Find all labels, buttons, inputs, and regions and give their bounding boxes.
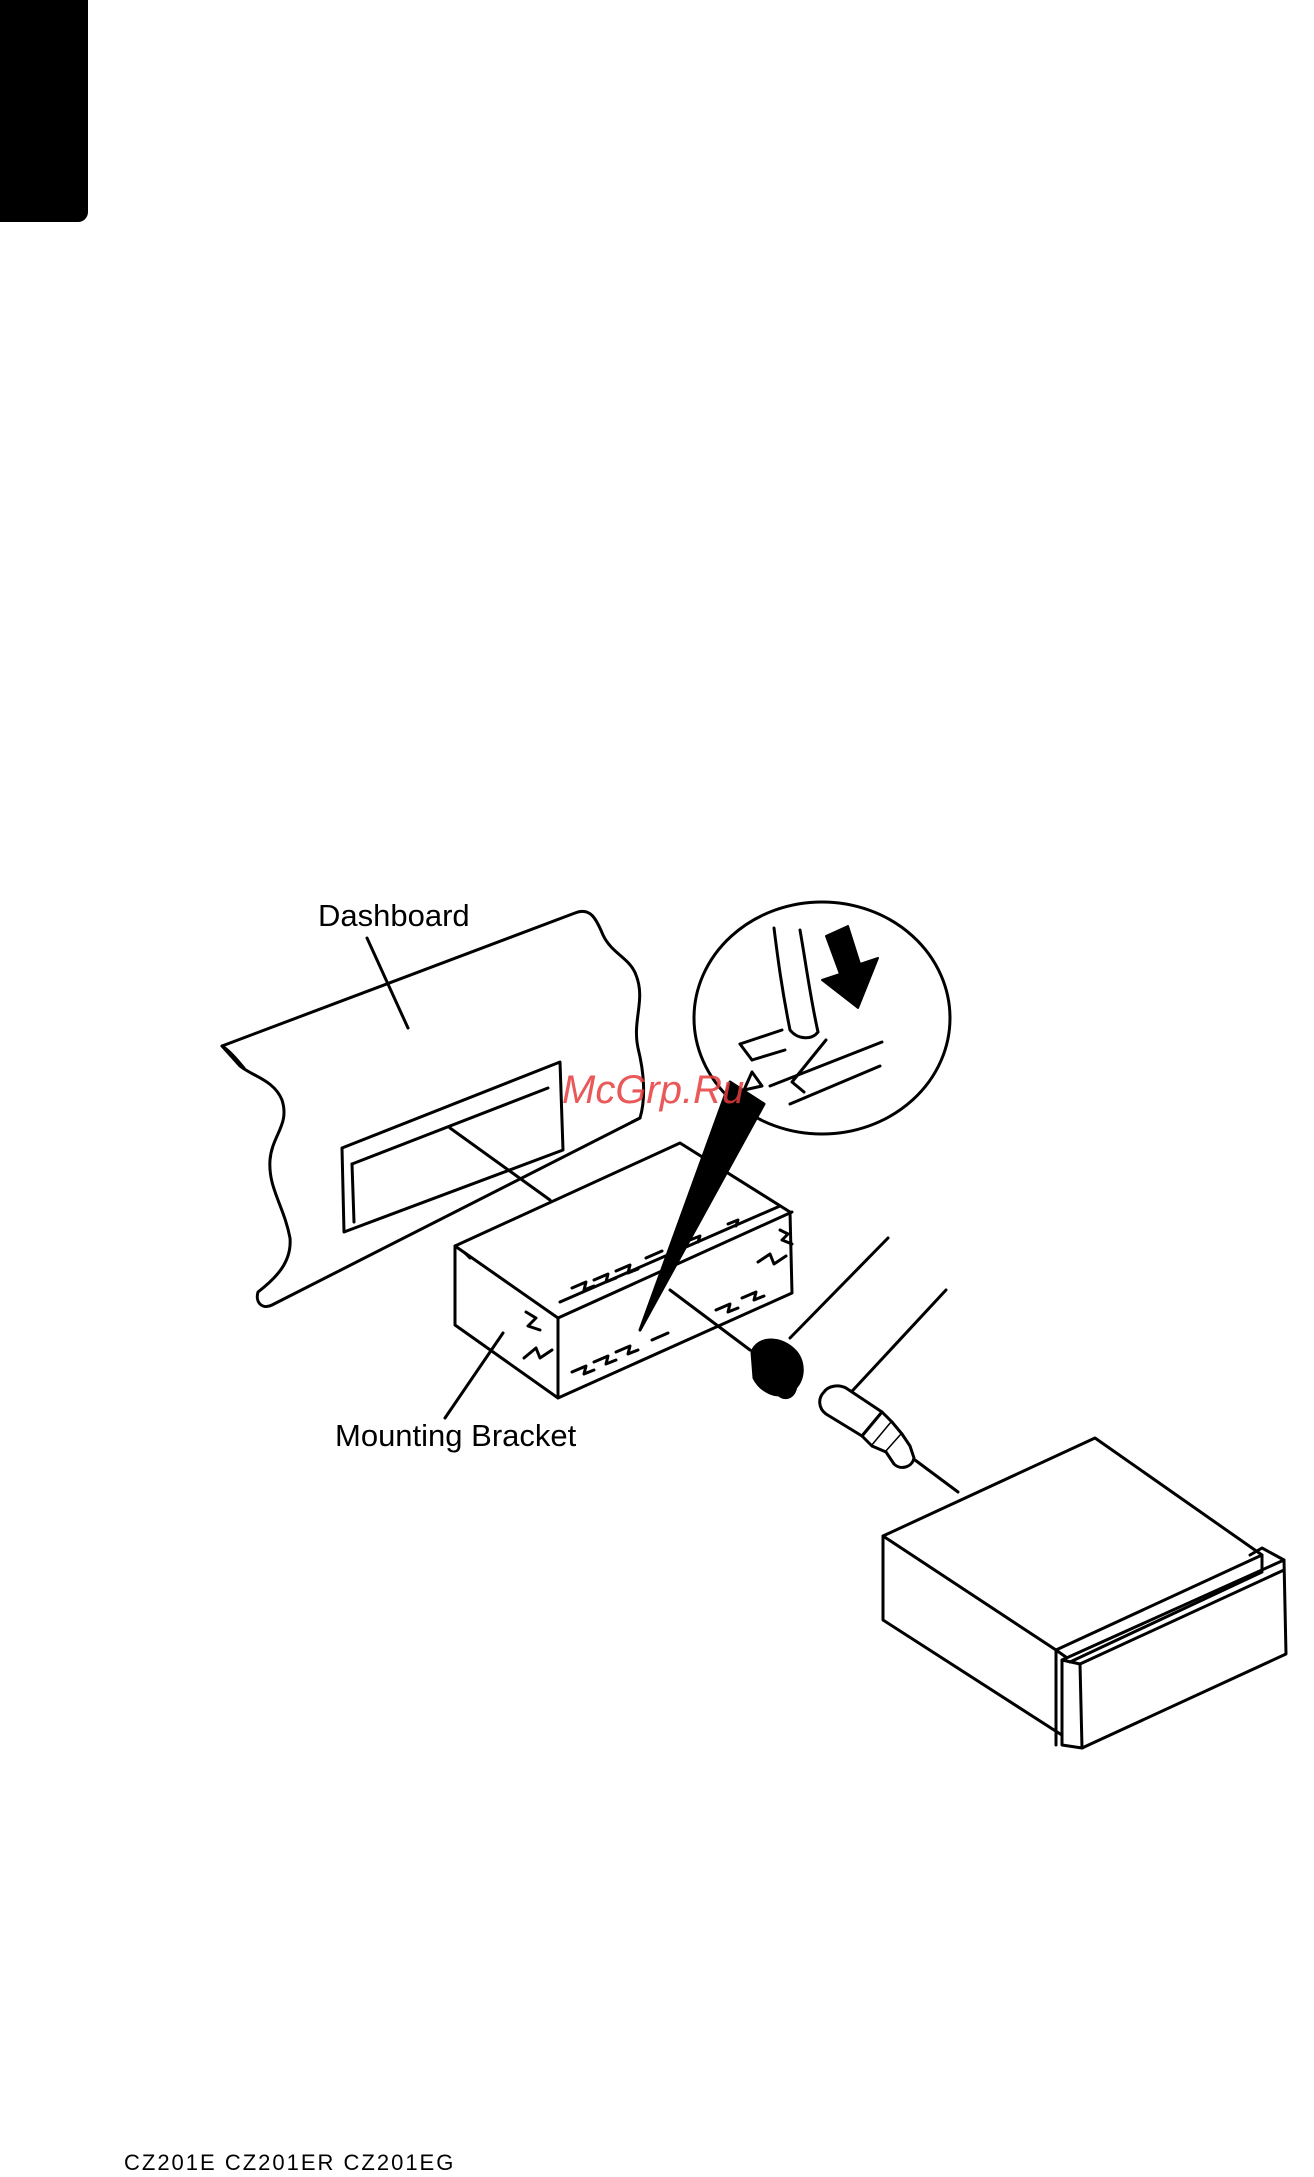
car-stereo-unit (883, 1438, 1286, 1748)
watermark-text: McGrp.Ru (562, 1068, 744, 1113)
hex-bolt (820, 1386, 914, 1467)
alignment-line-2 (915, 1460, 958, 1492)
mounting-bracket-label: Mounting Bracket (335, 1418, 576, 1454)
bolt-leader-line (842, 1290, 946, 1402)
dashboard-label: Dashboard (318, 898, 470, 934)
washer-leader-line (790, 1238, 888, 1338)
model-numbers-footer: CZ201E CZ201ER CZ201EG (124, 2150, 455, 2176)
rubber-cap (752, 1340, 802, 1398)
bracket-leader-line (445, 1333, 503, 1418)
